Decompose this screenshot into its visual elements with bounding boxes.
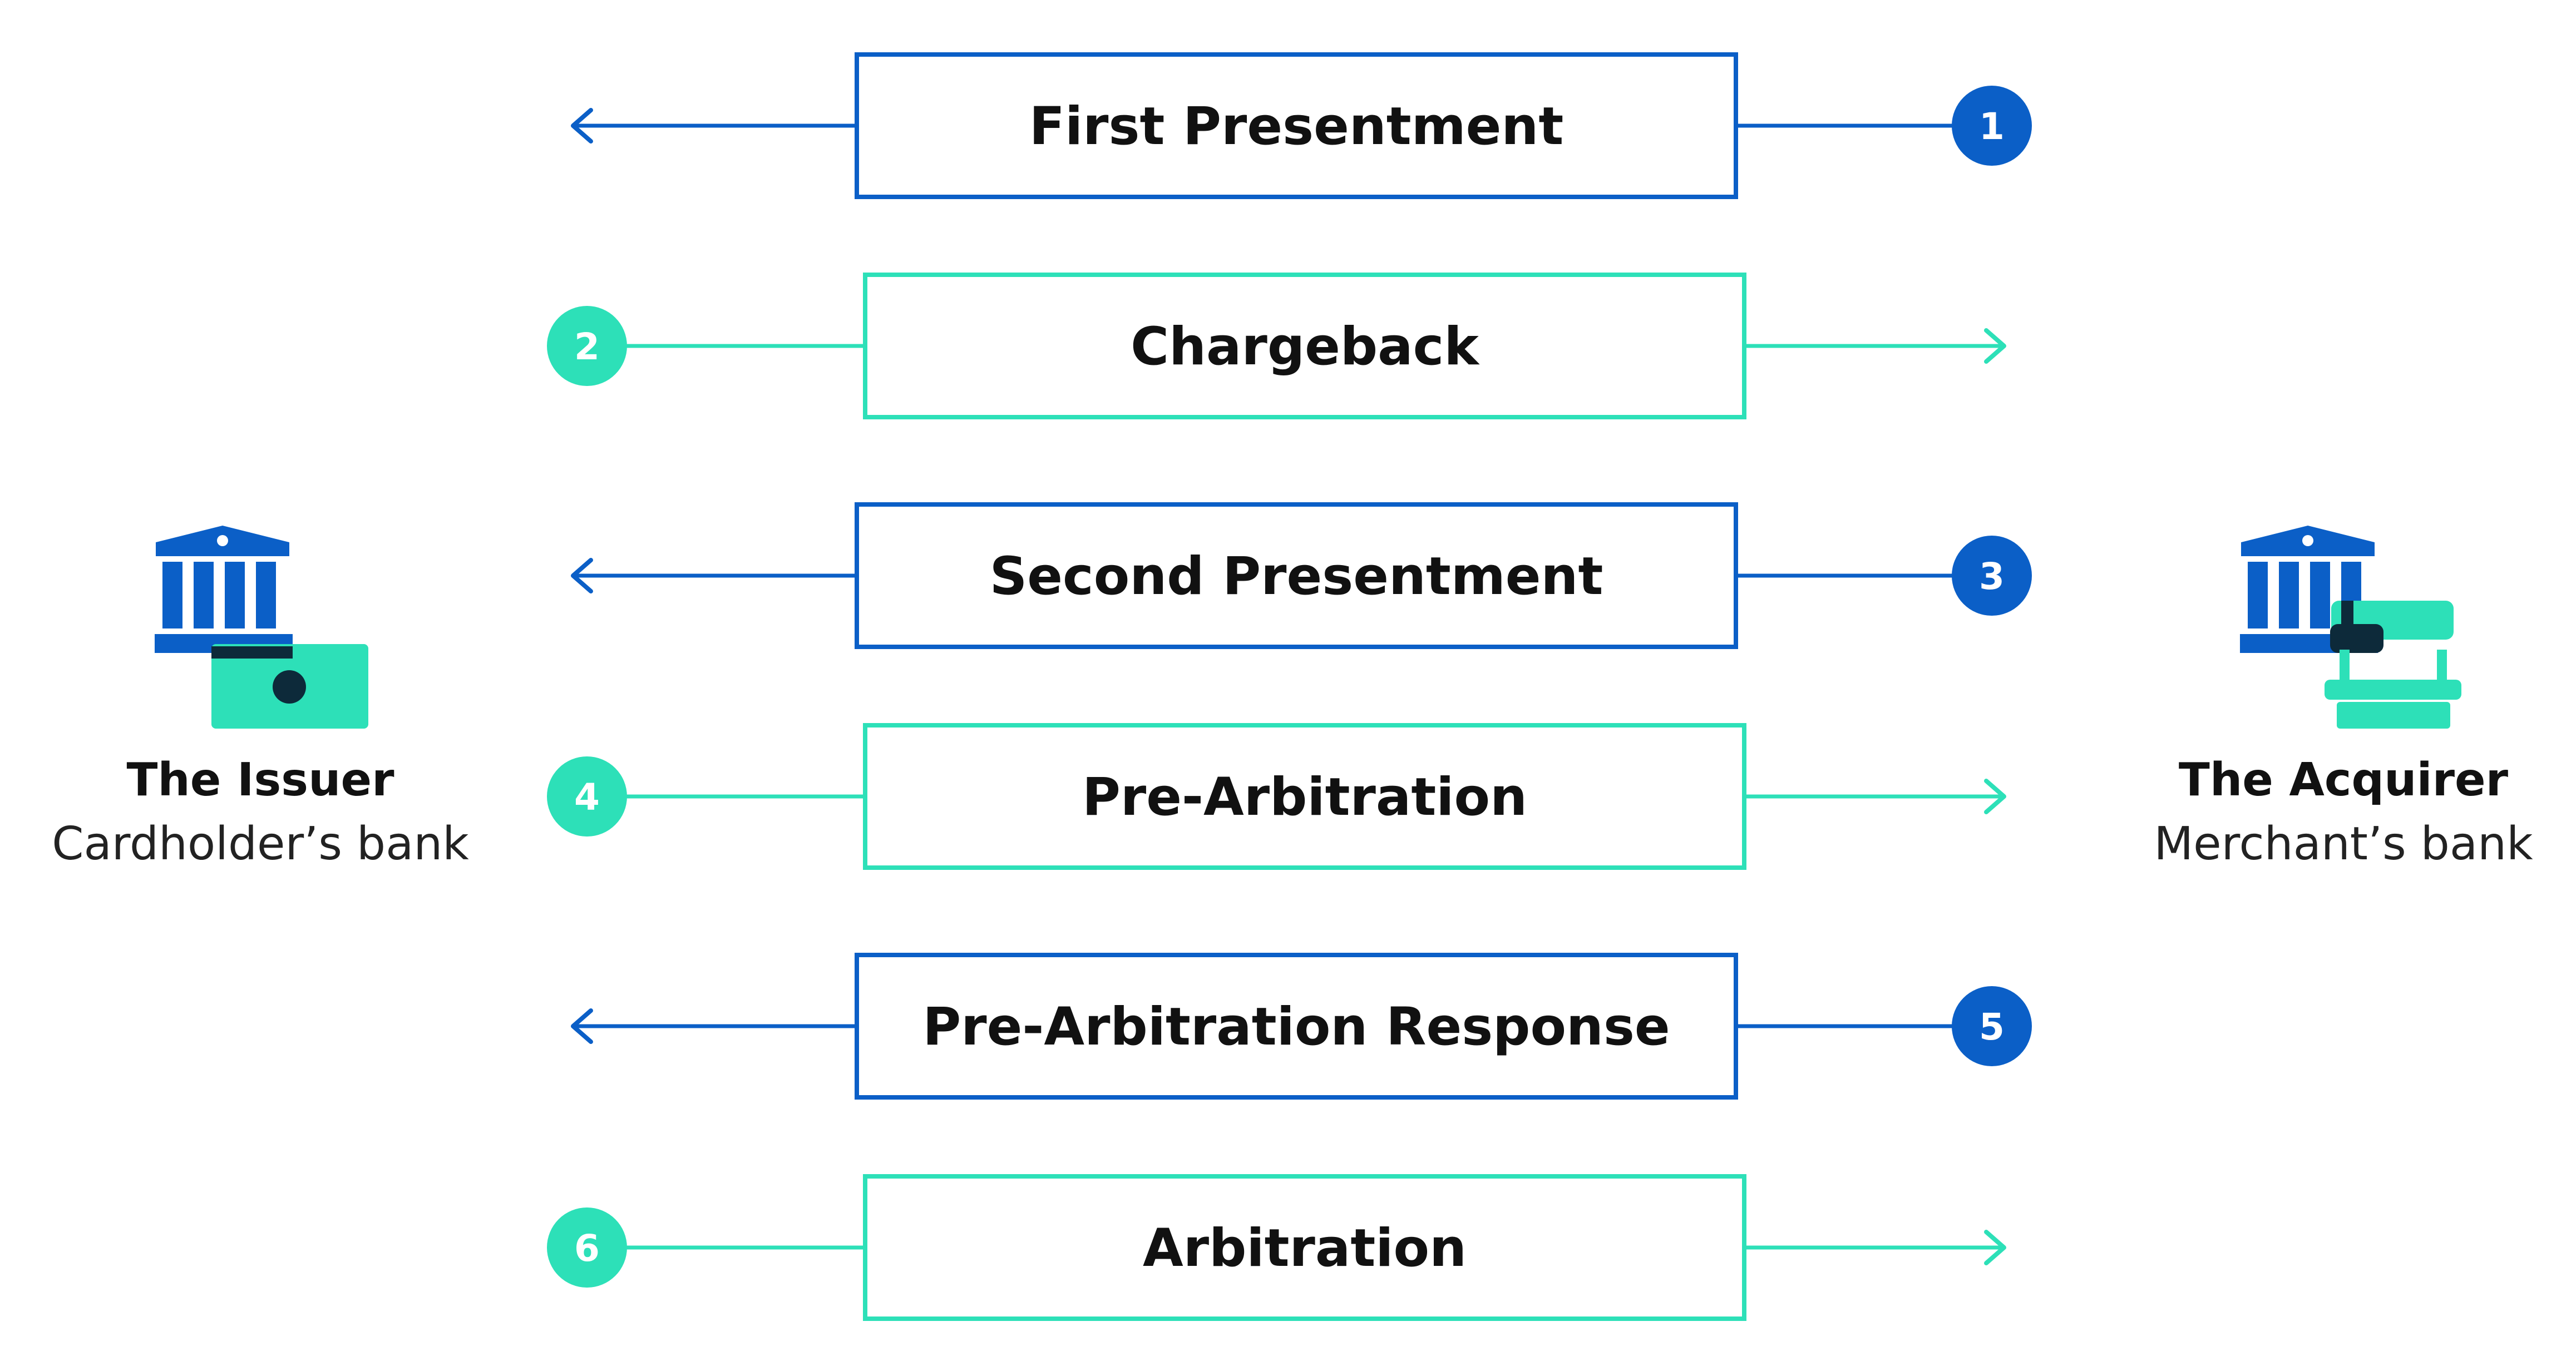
step-number: 2: [574, 325, 600, 368]
step-number-badge: [547, 306, 627, 386]
step-label: Pre-Arbitration: [1082, 767, 1527, 828]
arrow-left-icon: [571, 108, 593, 143]
step-box: [863, 273, 1746, 419]
step-number: 4: [574, 776, 600, 819]
step-label: Arbitration: [1143, 1218, 1467, 1279]
step-box: [863, 1174, 1746, 1321]
step-number-badge: [1952, 86, 2032, 166]
arrow-right-icon: [1984, 1230, 2006, 1265]
step-row: Chargeback 2: [547, 273, 2006, 419]
step-number-badge: [1952, 986, 2032, 1066]
arrow-right-icon: [1984, 779, 2006, 814]
step-number-badge: [1952, 536, 2032, 616]
arrow-left-icon: [571, 1008, 593, 1044]
step-number-badge: [547, 1207, 627, 1288]
step-box: [855, 52, 1738, 199]
step-number: 5: [1979, 1006, 2005, 1048]
issuer-title: The Issuer: [126, 754, 394, 806]
step-row: Second Presentment 3: [571, 502, 2032, 649]
step-number-badge: [547, 756, 627, 837]
step-label: First Presentment: [1029, 96, 1564, 157]
step-number: 1: [1979, 105, 2005, 148]
step-box: [855, 953, 1738, 1100]
acquirer-title: The Acquirer: [2179, 754, 2509, 806]
arrow-left-icon: [571, 558, 593, 593]
step-number: 6: [574, 1227, 600, 1270]
step-box: [863, 723, 1746, 870]
step-label: Second Presentment: [990, 546, 1603, 607]
step-label: Pre-Arbitration Response: [922, 997, 1670, 1057]
acquirer-subtitle: Merchant’s bank: [2154, 818, 2533, 870]
issuer-icon: [155, 526, 368, 729]
step-box: [855, 502, 1738, 649]
acquirer-icon: [2240, 526, 2461, 729]
step-row: Pre-Arbitration 4: [547, 723, 2006, 870]
issuer-subtitle: Cardholder’s bank: [52, 818, 469, 870]
step-number: 3: [1979, 555, 2005, 598]
step-row: Arbitration 6: [547, 1174, 2006, 1321]
step-label: Chargeback: [1131, 316, 1480, 377]
arrow-right-icon: [1984, 328, 2006, 364]
step-row: First Presentment 1: [571, 52, 2032, 199]
step-row: Pre-Arbitration Response 5: [571, 953, 2032, 1100]
